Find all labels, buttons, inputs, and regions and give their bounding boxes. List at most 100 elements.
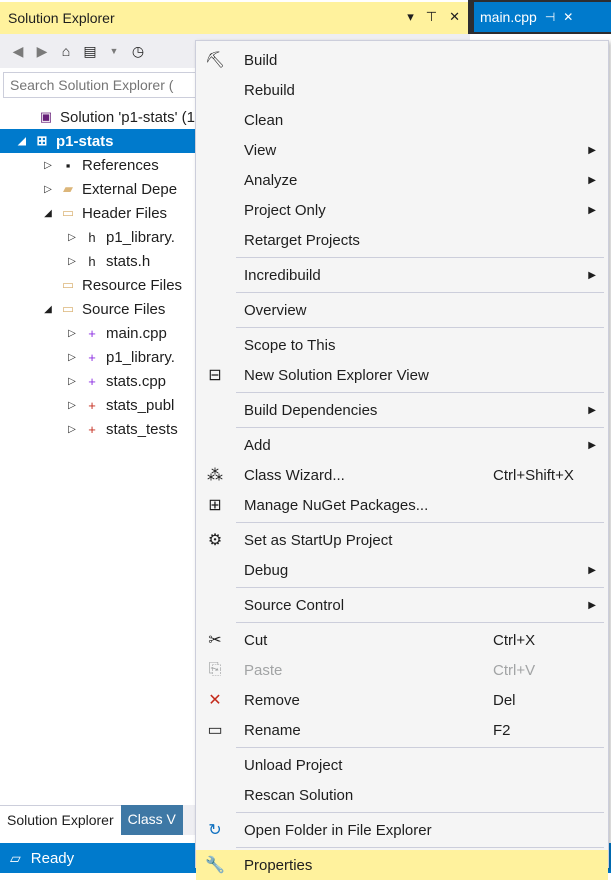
tree-node[interactable]: ▷ + stats_tests bbox=[0, 417, 200, 441]
menu-item-open-folder-in-file-explorer[interactable]: ↻Open Folder in File Explorer bbox=[196, 815, 608, 845]
cpp-file-icon: + bbox=[88, 349, 96, 365]
tab-class-view[interactable]: Class V bbox=[120, 805, 183, 835]
expanded-arrow-icon[interactable]: ◢ bbox=[44, 207, 52, 219]
tree-node[interactable]: ▣Solution 'p1-stats' (1 bbox=[0, 105, 200, 129]
menu-item-shortcut: Del bbox=[493, 691, 516, 709]
tree-node[interactable]: ◢⊞p1-stats bbox=[0, 129, 200, 153]
tree-node[interactable]: ◢▭Header Files bbox=[0, 201, 200, 225]
menu-item-view[interactable]: View▶ bbox=[196, 135, 608, 165]
menu-item-add[interactable]: Add▶ bbox=[196, 430, 608, 460]
tree-node[interactable]: ◢ ▭ Source Files bbox=[0, 297, 200, 321]
menu-separator bbox=[236, 622, 604, 623]
menu-item-label: Retarget Projects bbox=[244, 231, 360, 249]
back-icon[interactable]: ◀ bbox=[12, 42, 24, 59]
menu-item-label: New Solution Explorer View bbox=[244, 366, 429, 384]
menu-item-new-solution-explorer-view[interactable]: ⊟ New Solution Explorer View bbox=[196, 360, 608, 390]
menu-item-rebuild[interactable]: Rebuild bbox=[196, 75, 608, 105]
menu-item-build-dependencies[interactable]: Build Dependencies▶ bbox=[196, 395, 608, 425]
nuget-icon: ⊞ bbox=[208, 497, 222, 514]
menu-item-unload-project[interactable]: Unload Project bbox=[196, 750, 608, 780]
collapsed-arrow-icon[interactable]: ▷ bbox=[68, 327, 76, 339]
tree-node-label: p1_library. bbox=[106, 228, 175, 246]
collapsed-arrow-icon[interactable]: ▷ bbox=[68, 423, 76, 435]
references-icon: ▪ bbox=[65, 157, 71, 173]
tree-node-label: stats_publ bbox=[106, 396, 175, 414]
expanded-arrow-icon[interactable]: ◢ bbox=[18, 135, 26, 147]
menu-item-label: Incredibuild bbox=[244, 266, 321, 284]
menu-item-rescan-solution[interactable]: Rescan Solution bbox=[196, 780, 608, 810]
menu-item-manage-nuget-packages[interactable]: ⊞ Manage NuGet Packages... bbox=[196, 490, 608, 520]
menu-item-analyze[interactable]: Analyze▶ bbox=[196, 165, 608, 195]
menu-item-shortcut: F2 bbox=[493, 721, 511, 739]
tree-node-label: Source Files bbox=[82, 300, 166, 318]
collapsed-arrow-icon[interactable]: ▷ bbox=[68, 375, 76, 387]
menu-item-label: Rescan Solution bbox=[244, 786, 354, 804]
search-input[interactable] bbox=[4, 73, 209, 97]
submenu-arrow-icon: ▶ bbox=[588, 439, 596, 451]
menu-item-overview[interactable]: Overview bbox=[196, 295, 608, 325]
dropdown-arrow-icon[interactable]: ▾ bbox=[407, 9, 414, 24]
collapsed-arrow-icon[interactable]: ▷ bbox=[68, 399, 76, 411]
wrench-icon: 🔧 bbox=[205, 857, 225, 874]
tab-main-cpp[interactable]: main.cpp ⊣ ✕ bbox=[474, 2, 611, 32]
menu-item-class-wizard[interactable]: ⁂Class Wizard...Ctrl+Shift+X bbox=[196, 460, 608, 490]
tree-node-label: stats_tests bbox=[106, 420, 178, 438]
menu-separator bbox=[236, 427, 604, 428]
tree-node[interactable]: ▷▪References bbox=[0, 153, 200, 177]
menu-item-retarget-projects[interactable]: Retarget Projects bbox=[196, 225, 608, 255]
menu-item-set-as-startup-project[interactable]: ⚙ Set as StartUp Project bbox=[196, 525, 608, 555]
menu-item-build[interactable]: ⛏Build bbox=[196, 45, 608, 75]
rename-icon: ▭ bbox=[207, 722, 223, 739]
tree-node-label: External Depe bbox=[82, 180, 178, 198]
collapsed-arrow-icon[interactable]: ▷ bbox=[68, 351, 76, 363]
chevron-down-icon[interactable]: ▼ bbox=[109, 46, 119, 56]
pin-icon[interactable]: ⊤ bbox=[425, 9, 438, 24]
tree-node[interactable]: ▷+stats.cpp bbox=[0, 369, 200, 393]
menu-item-shortcut: Ctrl+V bbox=[493, 661, 536, 679]
tree-node[interactable]: ▷+stats_publ bbox=[0, 393, 200, 417]
tree-node[interactable]: ▷▰External Depe bbox=[0, 177, 200, 201]
gear-icon: ⚙ bbox=[207, 532, 223, 549]
close-icon[interactable]: ✕ bbox=[563, 10, 574, 24]
pin-icon[interactable]: ⊣ bbox=[544, 10, 556, 24]
tab-solution-explorer[interactable]: Solution Explorer bbox=[0, 805, 121, 835]
new-view-icon: ⊟ bbox=[208, 367, 222, 384]
menu-item-label: Manage NuGet Packages... bbox=[244, 496, 429, 514]
menu-item-label: Unload Project bbox=[244, 756, 343, 774]
menu-item-debug[interactable]: Debug▶ bbox=[196, 555, 608, 585]
home-icon[interactable]: ⌂ bbox=[61, 43, 71, 59]
close-icon[interactable]: ✕ bbox=[449, 9, 460, 24]
pending-changes-icon[interactable]: ◷ bbox=[131, 42, 145, 59]
collapsed-arrow-icon[interactable]: ▷ bbox=[44, 183, 52, 195]
collapsed-arrow-icon[interactable]: ▷ bbox=[68, 255, 76, 267]
expanded-arrow-icon[interactable]: ◢ bbox=[44, 303, 52, 315]
tree-node[interactable]: ▷+p1_library. bbox=[0, 345, 200, 369]
menu-item-properties[interactable]: 🔧Properties bbox=[196, 850, 608, 880]
tree-node[interactable]: ▷+main.cpp bbox=[0, 321, 200, 345]
menu-item-project-only[interactable]: Project Only▶ bbox=[196, 195, 608, 225]
filter-folder-icon: ▭ bbox=[61, 301, 75, 316]
tree-node[interactable]: ▭Resource Files bbox=[0, 273, 200, 297]
menu-separator bbox=[236, 847, 604, 848]
menu-item-incredibuild[interactable]: Incredibuild▶ bbox=[196, 260, 608, 290]
menu-item-source-control[interactable]: Source Control▶ bbox=[196, 590, 608, 620]
menu-item-label: Analyze bbox=[244, 171, 298, 189]
menu-separator bbox=[236, 522, 604, 523]
cpp-file-excluded-icon: + bbox=[88, 421, 96, 437]
forward-icon[interactable]: ▶ bbox=[36, 42, 48, 59]
menu-item-scope-to-this[interactable]: Scope to This bbox=[196, 330, 608, 360]
collapsed-arrow-icon[interactable]: ▷ bbox=[68, 231, 76, 243]
switch-views-icon[interactable]: ▤ bbox=[83, 42, 97, 59]
menu-item-clean[interactable]: Clean bbox=[196, 105, 608, 135]
cpp-file-icon: + bbox=[88, 373, 96, 389]
collapsed-arrow-icon[interactable]: ▷ bbox=[44, 159, 52, 171]
tree-node-label: Resource Files bbox=[82, 276, 183, 294]
menu-item-label: Set as StartUp Project bbox=[244, 531, 393, 549]
